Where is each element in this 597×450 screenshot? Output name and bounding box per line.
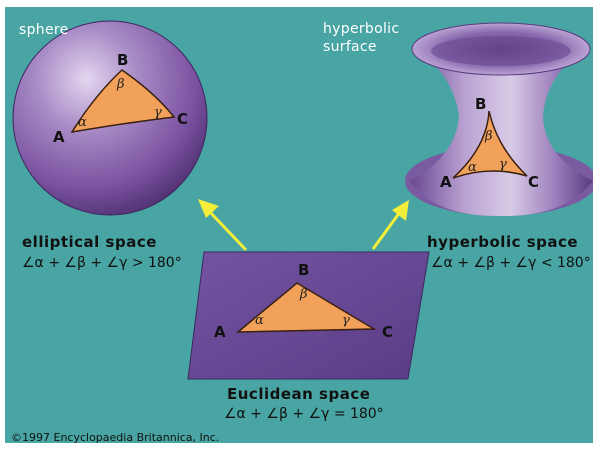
geometry-illustration [12, 20, 593, 380]
arrow-to-hyperboloid [371, 200, 409, 250]
elliptical-space-title: elliptical space [22, 233, 157, 251]
hyperbolic-vertex-c: C [528, 173, 540, 191]
euclidean-triangle [235, 282, 377, 333]
hyperbolic-space-title: hyperbolic space [427, 233, 579, 251]
hyperbolic-angle-beta: β [485, 129, 493, 144]
elliptical-space-formula: ∠α + ∠β + ∠γ > 180° [22, 255, 182, 271]
hyperbolic-surface-shape [405, 22, 593, 217]
spherical-triangle [70, 69, 176, 134]
hyperbolic-vertex-b: B [475, 95, 487, 113]
euclidean-vertex-b: B [298, 261, 310, 279]
sphere-angle-beta: β [117, 77, 125, 92]
euclidean-space-title: Euclidean space [227, 385, 371, 403]
euclidean-angle-alpha: α [255, 313, 264, 328]
sphere-angle-gamma: γ [154, 105, 162, 120]
euclidean-vertex-c: C [382, 323, 394, 341]
hyperbolic-surface-label: hyperbolic surface [323, 20, 399, 56]
hyperbolic-space-formula: ∠α + ∠β + ∠γ < 180° [431, 255, 591, 271]
hyperbolic-angle-alpha: α [468, 160, 477, 175]
sphere-angle-alpha: α [78, 115, 87, 130]
hyperbolic-vertex-a: A [440, 173, 452, 191]
diagram-canvas: sphere hyperbolic surface A B C α β γ B … [5, 7, 593, 444]
euclidean-space-formula: ∠α + ∠β + ∠γ = 180° [224, 406, 384, 422]
sphere-vertex-c: C [177, 110, 189, 128]
copyright-credit: ©1997 Encyclopaedia Britannica, Inc. [11, 431, 220, 444]
hyperbolic-surface-label-line1: hyperbolic [323, 21, 400, 37]
euclidean-angle-beta: β [300, 287, 308, 302]
sphere-label: sphere [19, 22, 69, 38]
sphere-vertex-b: B [117, 51, 129, 69]
euclidean-vertex-a: A [214, 323, 226, 341]
arrow-to-sphere [198, 199, 248, 252]
sphere-vertex-a: A [53, 128, 65, 146]
hyperbolic-triangle [452, 110, 528, 179]
euclidean-angle-gamma: γ [342, 313, 350, 328]
hyperbolic-angle-gamma: γ [499, 157, 507, 172]
hyperbolic-surface-label-line2: surface [323, 39, 377, 55]
